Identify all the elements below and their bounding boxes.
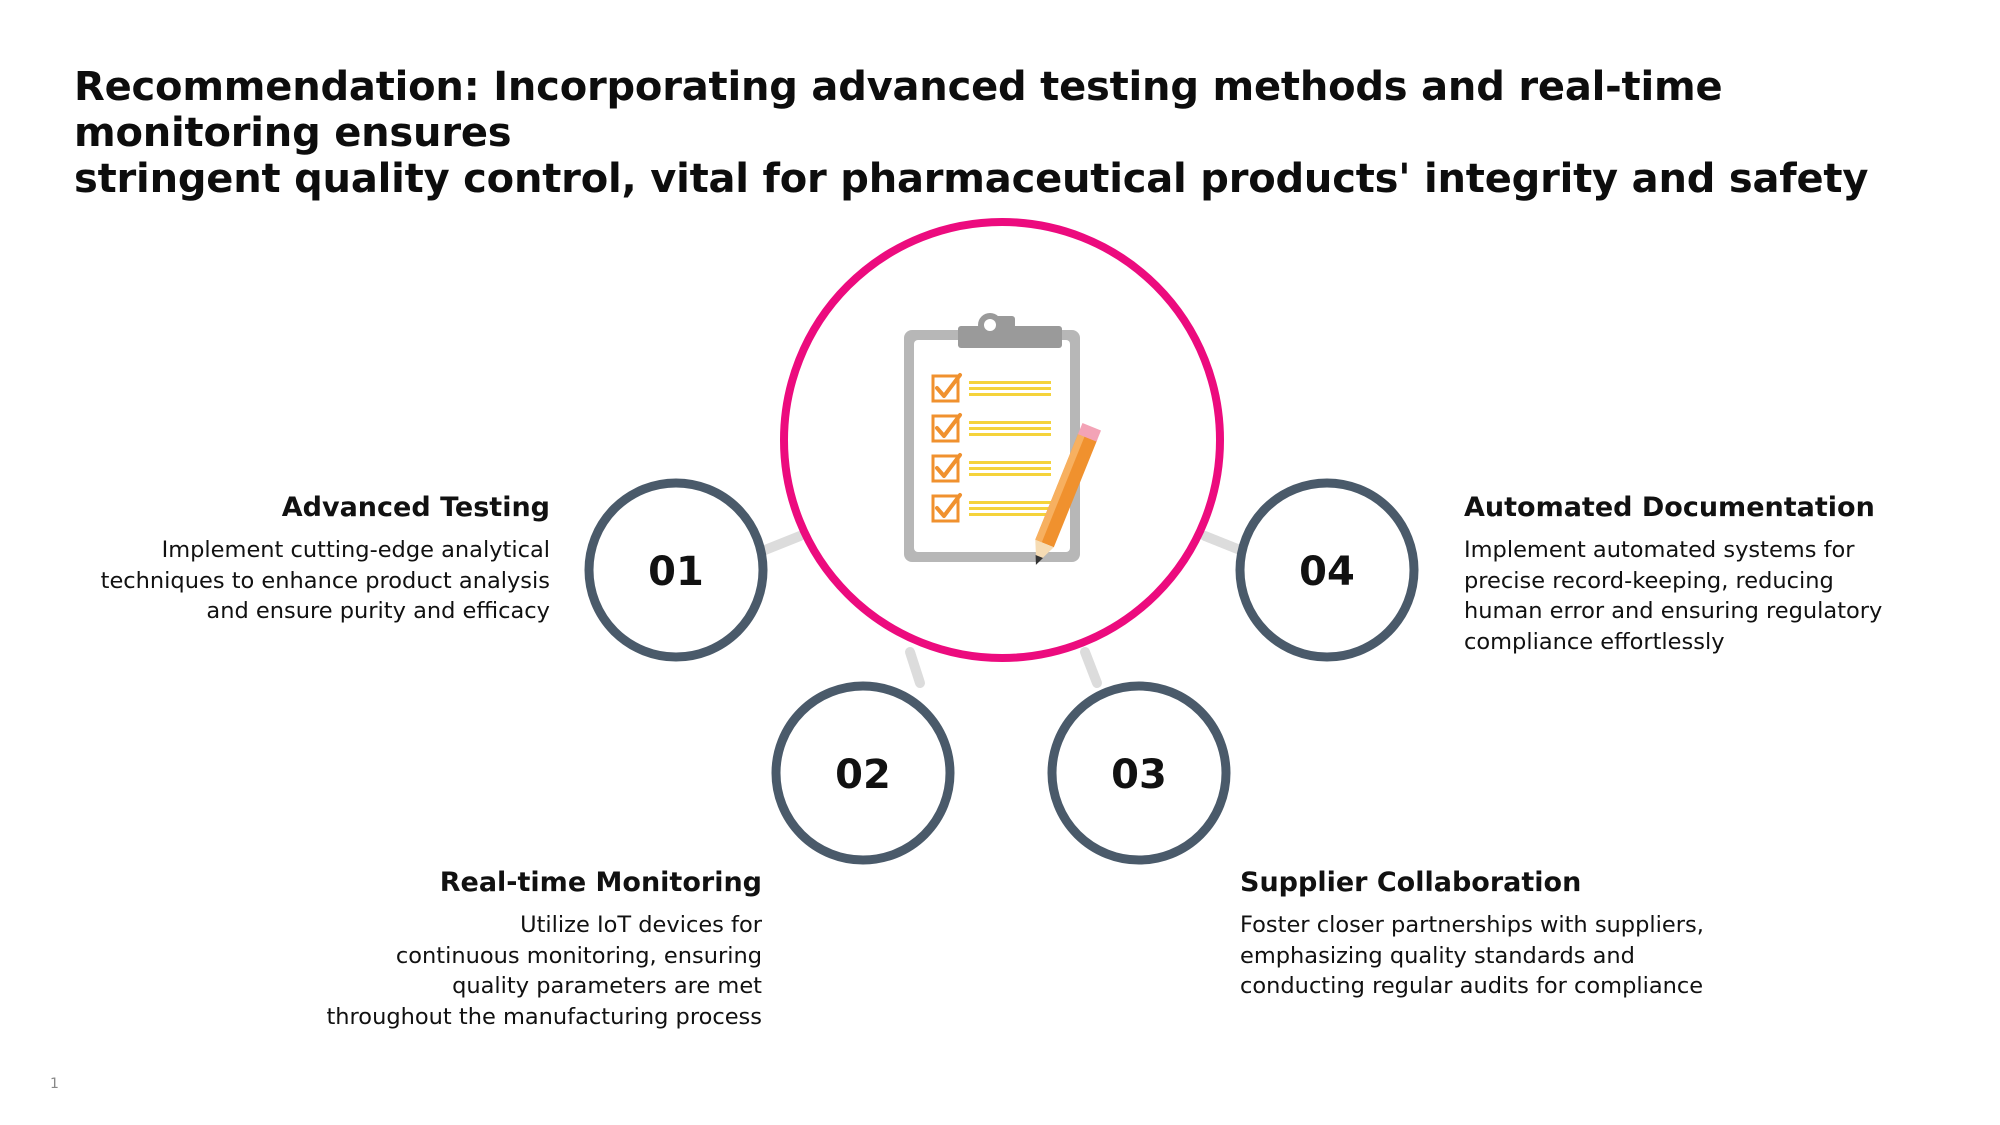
step-desc-03-line-3: conducting regular audits for compliance — [1240, 973, 1704, 999]
page-number: 1 — [50, 1076, 59, 1092]
step-desc-04-line-1: Implement automated systems for — [1464, 537, 1855, 563]
connector-03 — [1080, 647, 1102, 688]
check-row-2 — [931, 413, 1051, 443]
title-line-1: Recommendation: Incorporating advanced t… — [74, 64, 1723, 156]
check-row-1 — [931, 373, 1051, 403]
step-number-01: 01 — [648, 549, 704, 595]
step-heading-02: Real-time Monitoring — [439, 867, 762, 898]
step-desc-02-line-4: throughout the manufacturing process — [326, 1003, 762, 1030]
clipboard-checklist-icon — [904, 313, 1102, 565]
step-circle-01: 01 — [584, 478, 768, 662]
check-row-3 — [931, 453, 1051, 483]
step-desc-03-line-1: Foster closer partnerships with supplier… — [1240, 912, 1704, 938]
connector-04 — [1200, 531, 1245, 555]
step-desc-04-line-3: human error and ensuring regulatory — [1464, 598, 1883, 624]
step-desc-01-line-2: techniques to enhance product analysis — [100, 567, 550, 594]
step-heading-04: Automated Documentation — [1464, 492, 1875, 523]
step-desc-01-line-1: Implement cutting-edge analytical — [161, 537, 550, 563]
step-block-02: Real-time Monitoring Utilize IoT devices… — [326, 866, 762, 1032]
page-title: Recommendation: Incorporating advanced t… — [74, 64, 1934, 202]
step-desc-02-line-1: Utilize IoT devices for — [520, 912, 762, 938]
step-desc-01-line-3: and ensure purity and efficacy — [206, 598, 550, 624]
step-heading-01: Advanced Testing — [281, 492, 550, 523]
step-desc-03-line-2: emphasizing quality standards and — [1240, 942, 1635, 969]
step-desc-04-line-2: precise record-keeping, reducing — [1464, 567, 1834, 594]
step-block-03: Supplier Collaboration Foster closer par… — [1240, 866, 1704, 1002]
connector-01 — [760, 531, 805, 555]
step-circle-03: 03 — [1047, 681, 1231, 865]
step-circle-02: 02 — [771, 681, 955, 865]
step-block-04: Automated Documentation Implement automa… — [1464, 491, 1882, 657]
title-line-2: stringent quality control, vital for pha… — [74, 156, 1869, 202]
pencil-icon — [1035, 422, 1102, 565]
step-heading-03: Supplier Collaboration — [1240, 867, 1582, 898]
connector-02 — [905, 647, 925, 688]
step-circle-04: 04 — [1235, 478, 1419, 662]
step-desc-02-line-2: continuous monitoring, ensuring — [395, 942, 762, 969]
step-number-04: 04 — [1299, 549, 1355, 595]
check-row-4 — [931, 493, 1051, 523]
step-number-03: 03 — [1111, 752, 1167, 798]
step-number-02: 02 — [835, 752, 891, 798]
step-block-01: Advanced Testing Implement cutting-edge … — [101, 491, 550, 627]
step-desc-04-line-4: compliance effortlessly — [1464, 628, 1725, 655]
step-desc-02-line-3: quality parameters are met — [452, 973, 762, 999]
